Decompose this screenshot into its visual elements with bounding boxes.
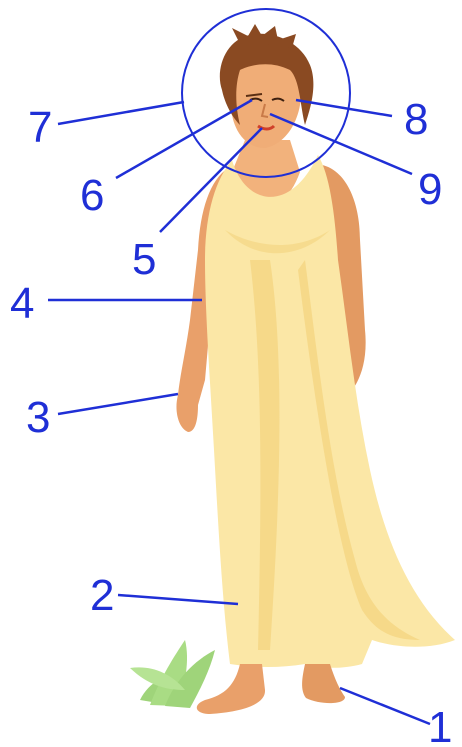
- head: [220, 24, 314, 148]
- leader-line-8: [296, 100, 392, 116]
- label-5: 5: [132, 238, 156, 282]
- leader-line-7: [58, 102, 184, 124]
- label-7: 7: [28, 106, 52, 150]
- label-1: 1: [428, 706, 452, 747]
- label-2: 2: [90, 574, 114, 618]
- right-foot: [302, 664, 345, 703]
- label-4: 4: [10, 282, 34, 326]
- leader-line-1: [340, 688, 430, 724]
- label-3: 3: [26, 396, 50, 440]
- leader-line-3: [58, 394, 178, 414]
- dress: [205, 155, 455, 668]
- grass-tuft: [130, 640, 215, 708]
- label-8: 8: [404, 98, 428, 142]
- label-6: 6: [80, 174, 104, 218]
- label-9: 9: [418, 168, 442, 212]
- leader-line-2: [118, 595, 238, 604]
